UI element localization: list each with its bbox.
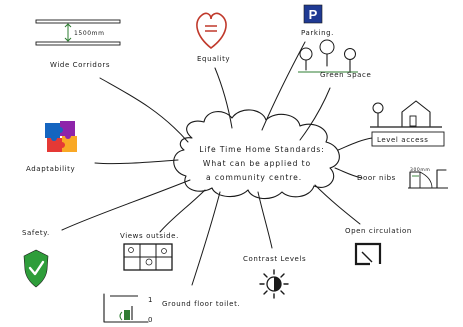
corridor-width-icon: 1500mm xyxy=(35,19,121,46)
toilet-mark-upper: 1 xyxy=(148,296,153,304)
corridor-width-label: 1500mm xyxy=(74,30,105,37)
label-door-nibs: Door nibs xyxy=(357,174,396,182)
parking-sign-icon xyxy=(303,4,323,24)
spoke-parking xyxy=(261,41,306,131)
spoke-equality xyxy=(214,67,233,129)
node-adaptability: Adaptability xyxy=(26,121,77,173)
label-views-outside: Views outside. xyxy=(120,232,179,240)
spoke-door-nibs xyxy=(334,167,363,179)
sun-contrast-icon xyxy=(259,269,289,299)
spoke-safety xyxy=(61,179,191,231)
door-nib-measure: 300mm xyxy=(410,167,430,173)
shield-check-icon xyxy=(23,249,49,288)
spoke-contrast-levels xyxy=(257,191,273,249)
spoke-open-circulation xyxy=(314,184,361,225)
cloud-outline xyxy=(173,109,340,200)
node-level-access: Level access xyxy=(370,100,445,147)
spoke-wide-corridors xyxy=(99,77,189,143)
trees-icon xyxy=(298,39,358,73)
spoke-views-outside xyxy=(159,189,206,233)
toilet-mark-lower: 0 xyxy=(148,316,153,324)
central-topic: Life Time Home Standards: What can be ap… xyxy=(173,109,340,200)
label-equality: Equality xyxy=(197,55,230,63)
node-green-space: Green Space xyxy=(298,39,371,79)
spoke-ground-floor xyxy=(191,191,221,286)
label-parking: Parking. xyxy=(301,29,334,37)
center-line-2: What can be applied to xyxy=(203,159,311,168)
center-line-3: a community centre. xyxy=(206,173,302,182)
label-level-access: Level access xyxy=(377,136,429,144)
puzzle-pieces-icon xyxy=(45,121,77,152)
connector-lines xyxy=(61,41,373,286)
label-adaptability: Adaptability xyxy=(26,165,75,173)
spoke-green-space xyxy=(299,87,331,141)
label-contrast-levels: Contrast Levels xyxy=(243,255,306,263)
node-equality: Equality xyxy=(196,12,230,63)
label-green-space: Green Space xyxy=(320,71,371,79)
node-views-outside: Views outside. xyxy=(120,232,179,271)
node-safety: Safety. xyxy=(22,229,50,288)
house-level-ground-icon xyxy=(370,100,442,128)
node-parking: P Parking. xyxy=(301,4,334,37)
door-nib-plan-icon: 300mm xyxy=(408,167,448,189)
spoke-adaptability xyxy=(94,159,179,165)
parking-glyph: P xyxy=(309,7,318,22)
node-ground-floor-toilet: 1 0 Ground floor toilet. xyxy=(103,293,240,324)
label-safety: Safety. xyxy=(22,229,50,237)
open-plan-icon xyxy=(354,242,382,266)
node-door-nibs: Door nibs 300mm xyxy=(357,167,448,189)
node-open-circulation: Open circulation xyxy=(345,227,412,266)
label-ground-floor-toilet: Ground floor toilet. xyxy=(162,300,240,308)
spoke-level-access xyxy=(337,137,373,151)
center-line-1: Life Time Home Standards: xyxy=(199,145,325,154)
window-icon xyxy=(123,243,173,271)
toilet-plan-icon xyxy=(103,293,149,323)
node-wide-corridors: 1500mm Wide Corridors xyxy=(35,19,121,69)
node-contrast-levels: Contrast Levels xyxy=(243,255,306,299)
label-open-circulation: Open circulation xyxy=(345,227,412,235)
label-wide-corridors: Wide Corridors xyxy=(50,61,110,69)
